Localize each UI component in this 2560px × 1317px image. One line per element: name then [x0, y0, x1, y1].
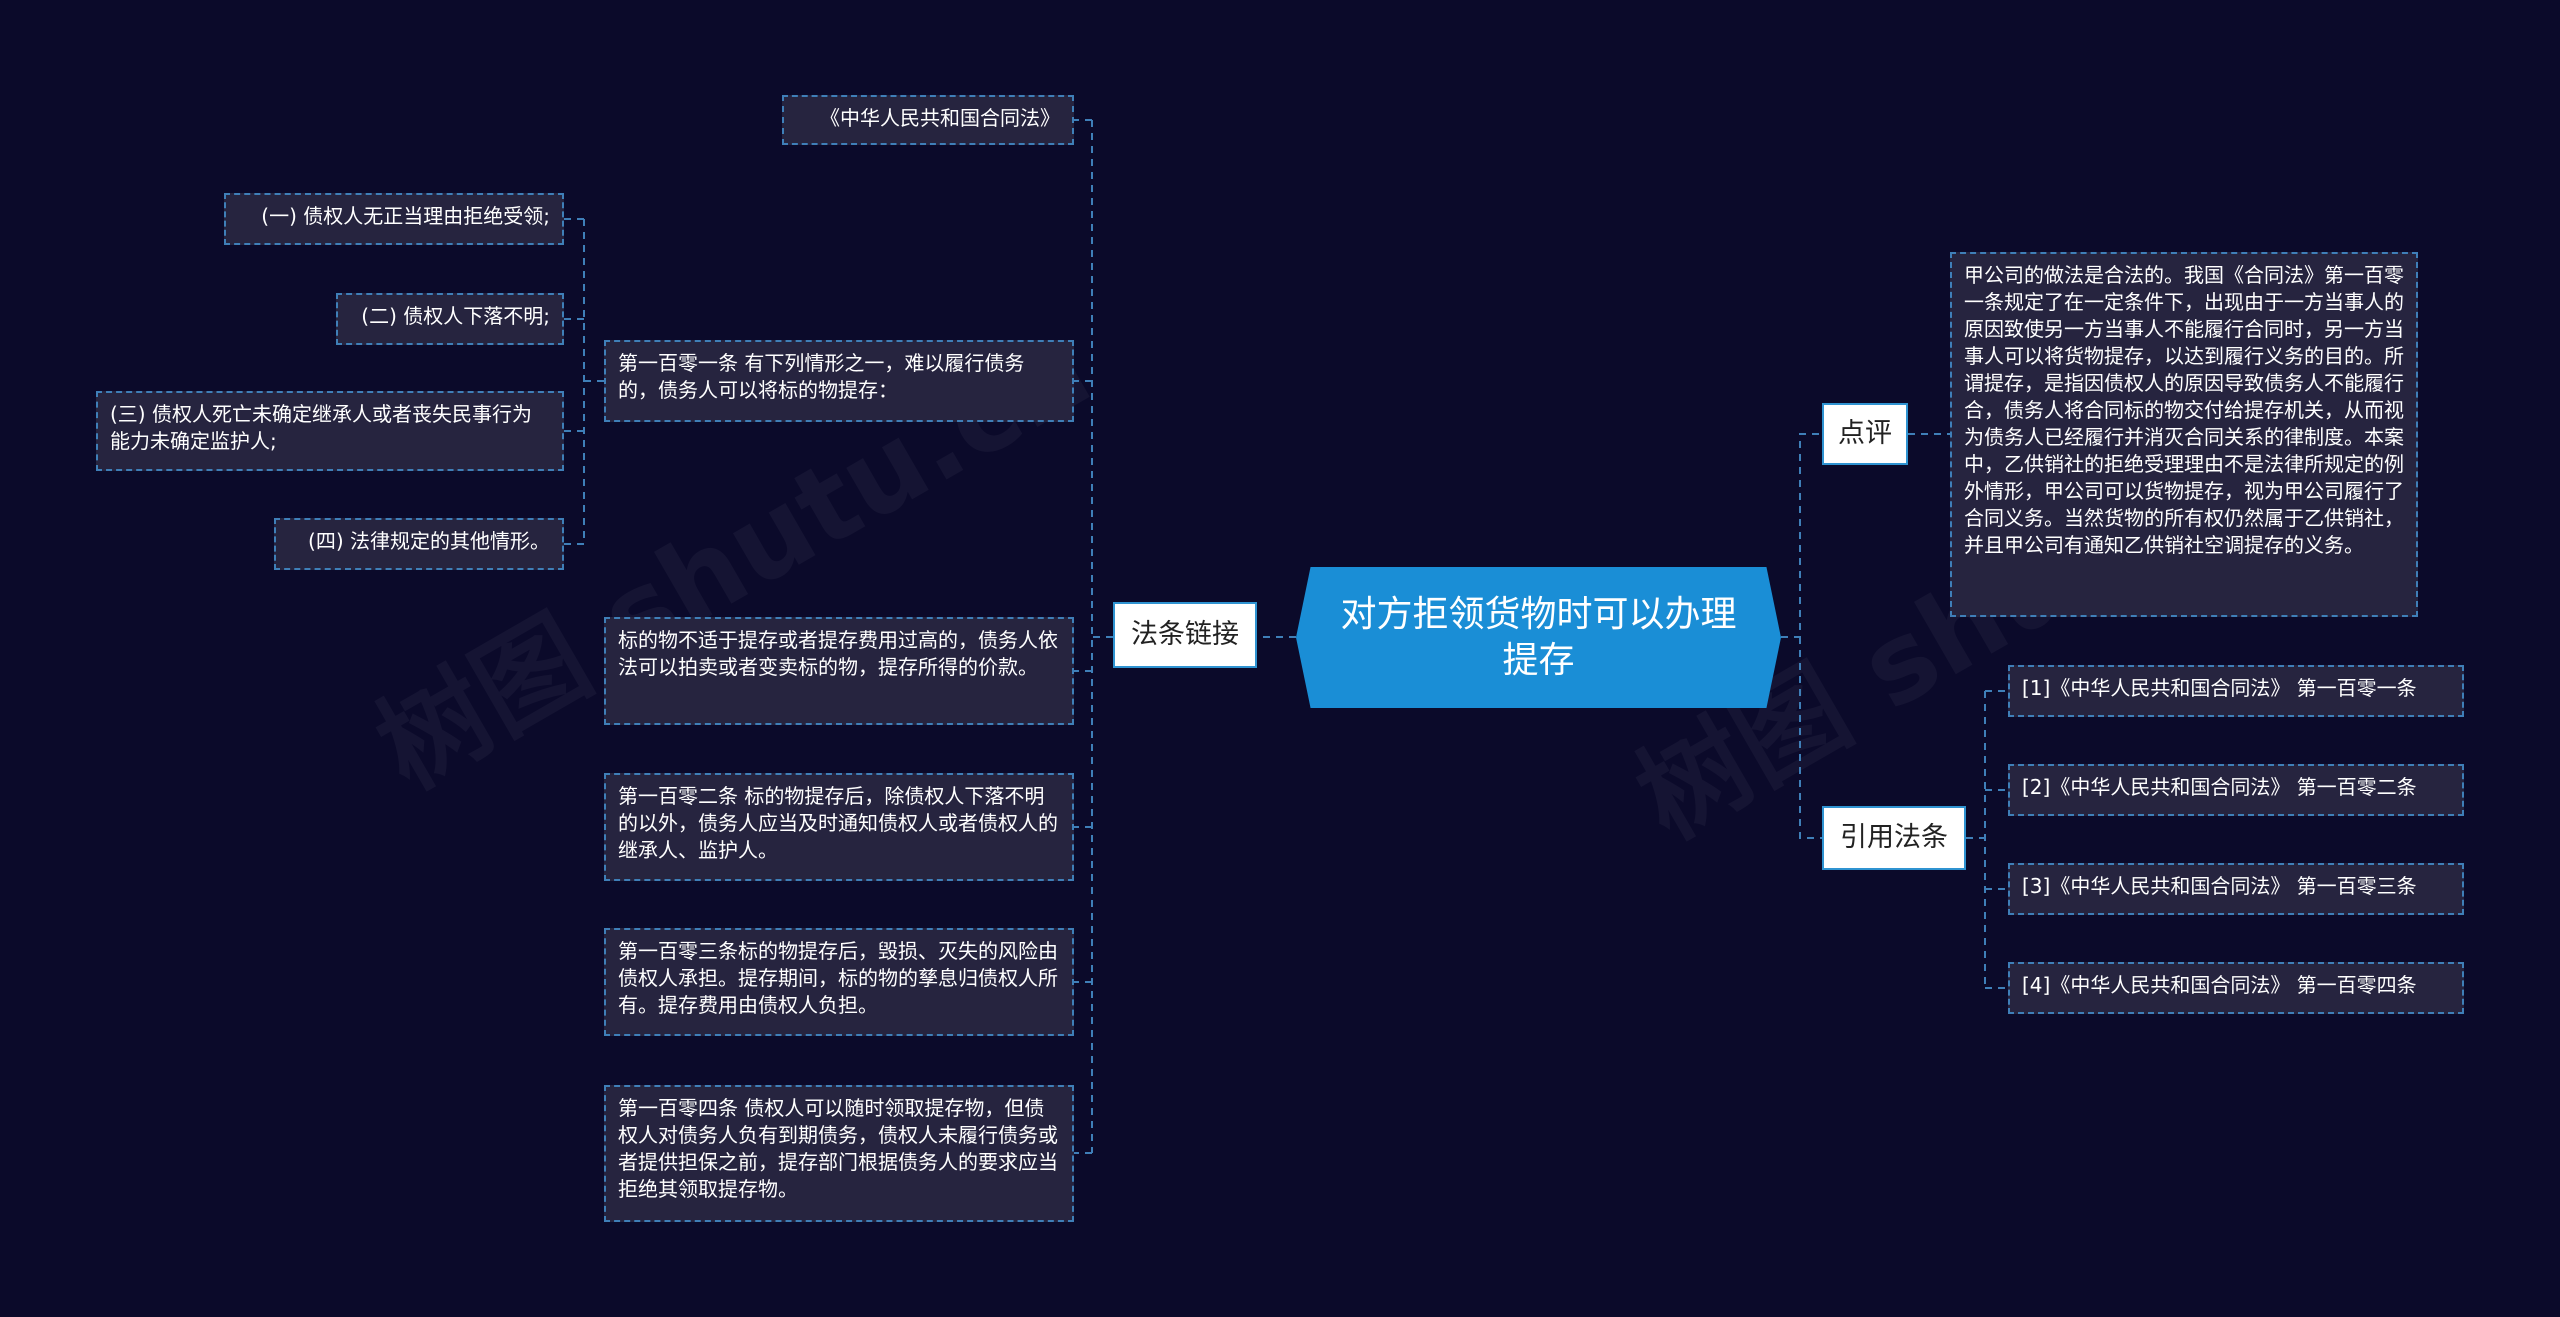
- unsuitable-goods-node[interactable]: 标的物不适于提存或者提存费用过高的，债务人依法可以拍卖或者变卖标的物，提存所得的…: [604, 617, 1074, 725]
- reference-item-2[interactable]: [2]《中华人民共和国合同法》 第一百零二条: [2008, 764, 2464, 816]
- article-101-item-1[interactable]: (一) 债权人无正当理由拒绝受领;: [224, 193, 564, 245]
- category-falv-lianjie[interactable]: 法条链接: [1113, 602, 1257, 668]
- law-title-node[interactable]: 《中华人民共和国合同法》: [782, 95, 1074, 145]
- article-102-node[interactable]: 第一百零二条 标的物提存后，除债权人下落不明的以外，债务人应当及时通知债权人或者…: [604, 773, 1074, 881]
- central-topic[interactable]: 对方拒领货物时可以办理提存: [1296, 567, 1781, 708]
- reference-item-4[interactable]: [4]《中华人民共和国合同法》 第一百零四条: [2008, 962, 2464, 1014]
- article-101-node[interactable]: 第一百零一条 有下列情形之一，难以履行债务的，债务人可以将标的物提存：: [604, 340, 1074, 422]
- link-center-dianping: [1781, 433, 1822, 638]
- article-103-node[interactable]: 第一百零三条标的物提存后，毁损、灭失的风险由债权人承担。提存期间，标的物的孳息归…: [604, 928, 1074, 1036]
- article-101-item-2[interactable]: (二) 债权人下落不明;: [336, 293, 564, 345]
- article-101-item-4[interactable]: (四) 法律规定的其他情形。: [274, 518, 564, 570]
- category-dianping[interactable]: 点评: [1822, 403, 1908, 465]
- category-yinyong-fatiao[interactable]: 引用法条: [1822, 806, 1966, 870]
- reference-item-1[interactable]: [1]《中华人民共和国合同法》 第一百零一条: [2008, 665, 2464, 717]
- reference-item-3[interactable]: [3]《中华人民共和国合同法》 第一百零三条: [2008, 863, 2464, 915]
- article-104-node[interactable]: 第一百零四条 债权人可以随时领取提存物，但债权人对债务人负有到期债务，债权人未履…: [604, 1085, 1074, 1222]
- link-center-yinyong: [1799, 637, 1822, 839]
- comment-node[interactable]: 甲公司的做法是合法的。我国《合同法》第一百零一条规定了在一定条件下，出现由于一方…: [1950, 252, 2418, 617]
- article-101-item-3[interactable]: (三) 债权人死亡未确定继承人或者丧失民事行为能力未确定监护人;: [96, 391, 564, 471]
